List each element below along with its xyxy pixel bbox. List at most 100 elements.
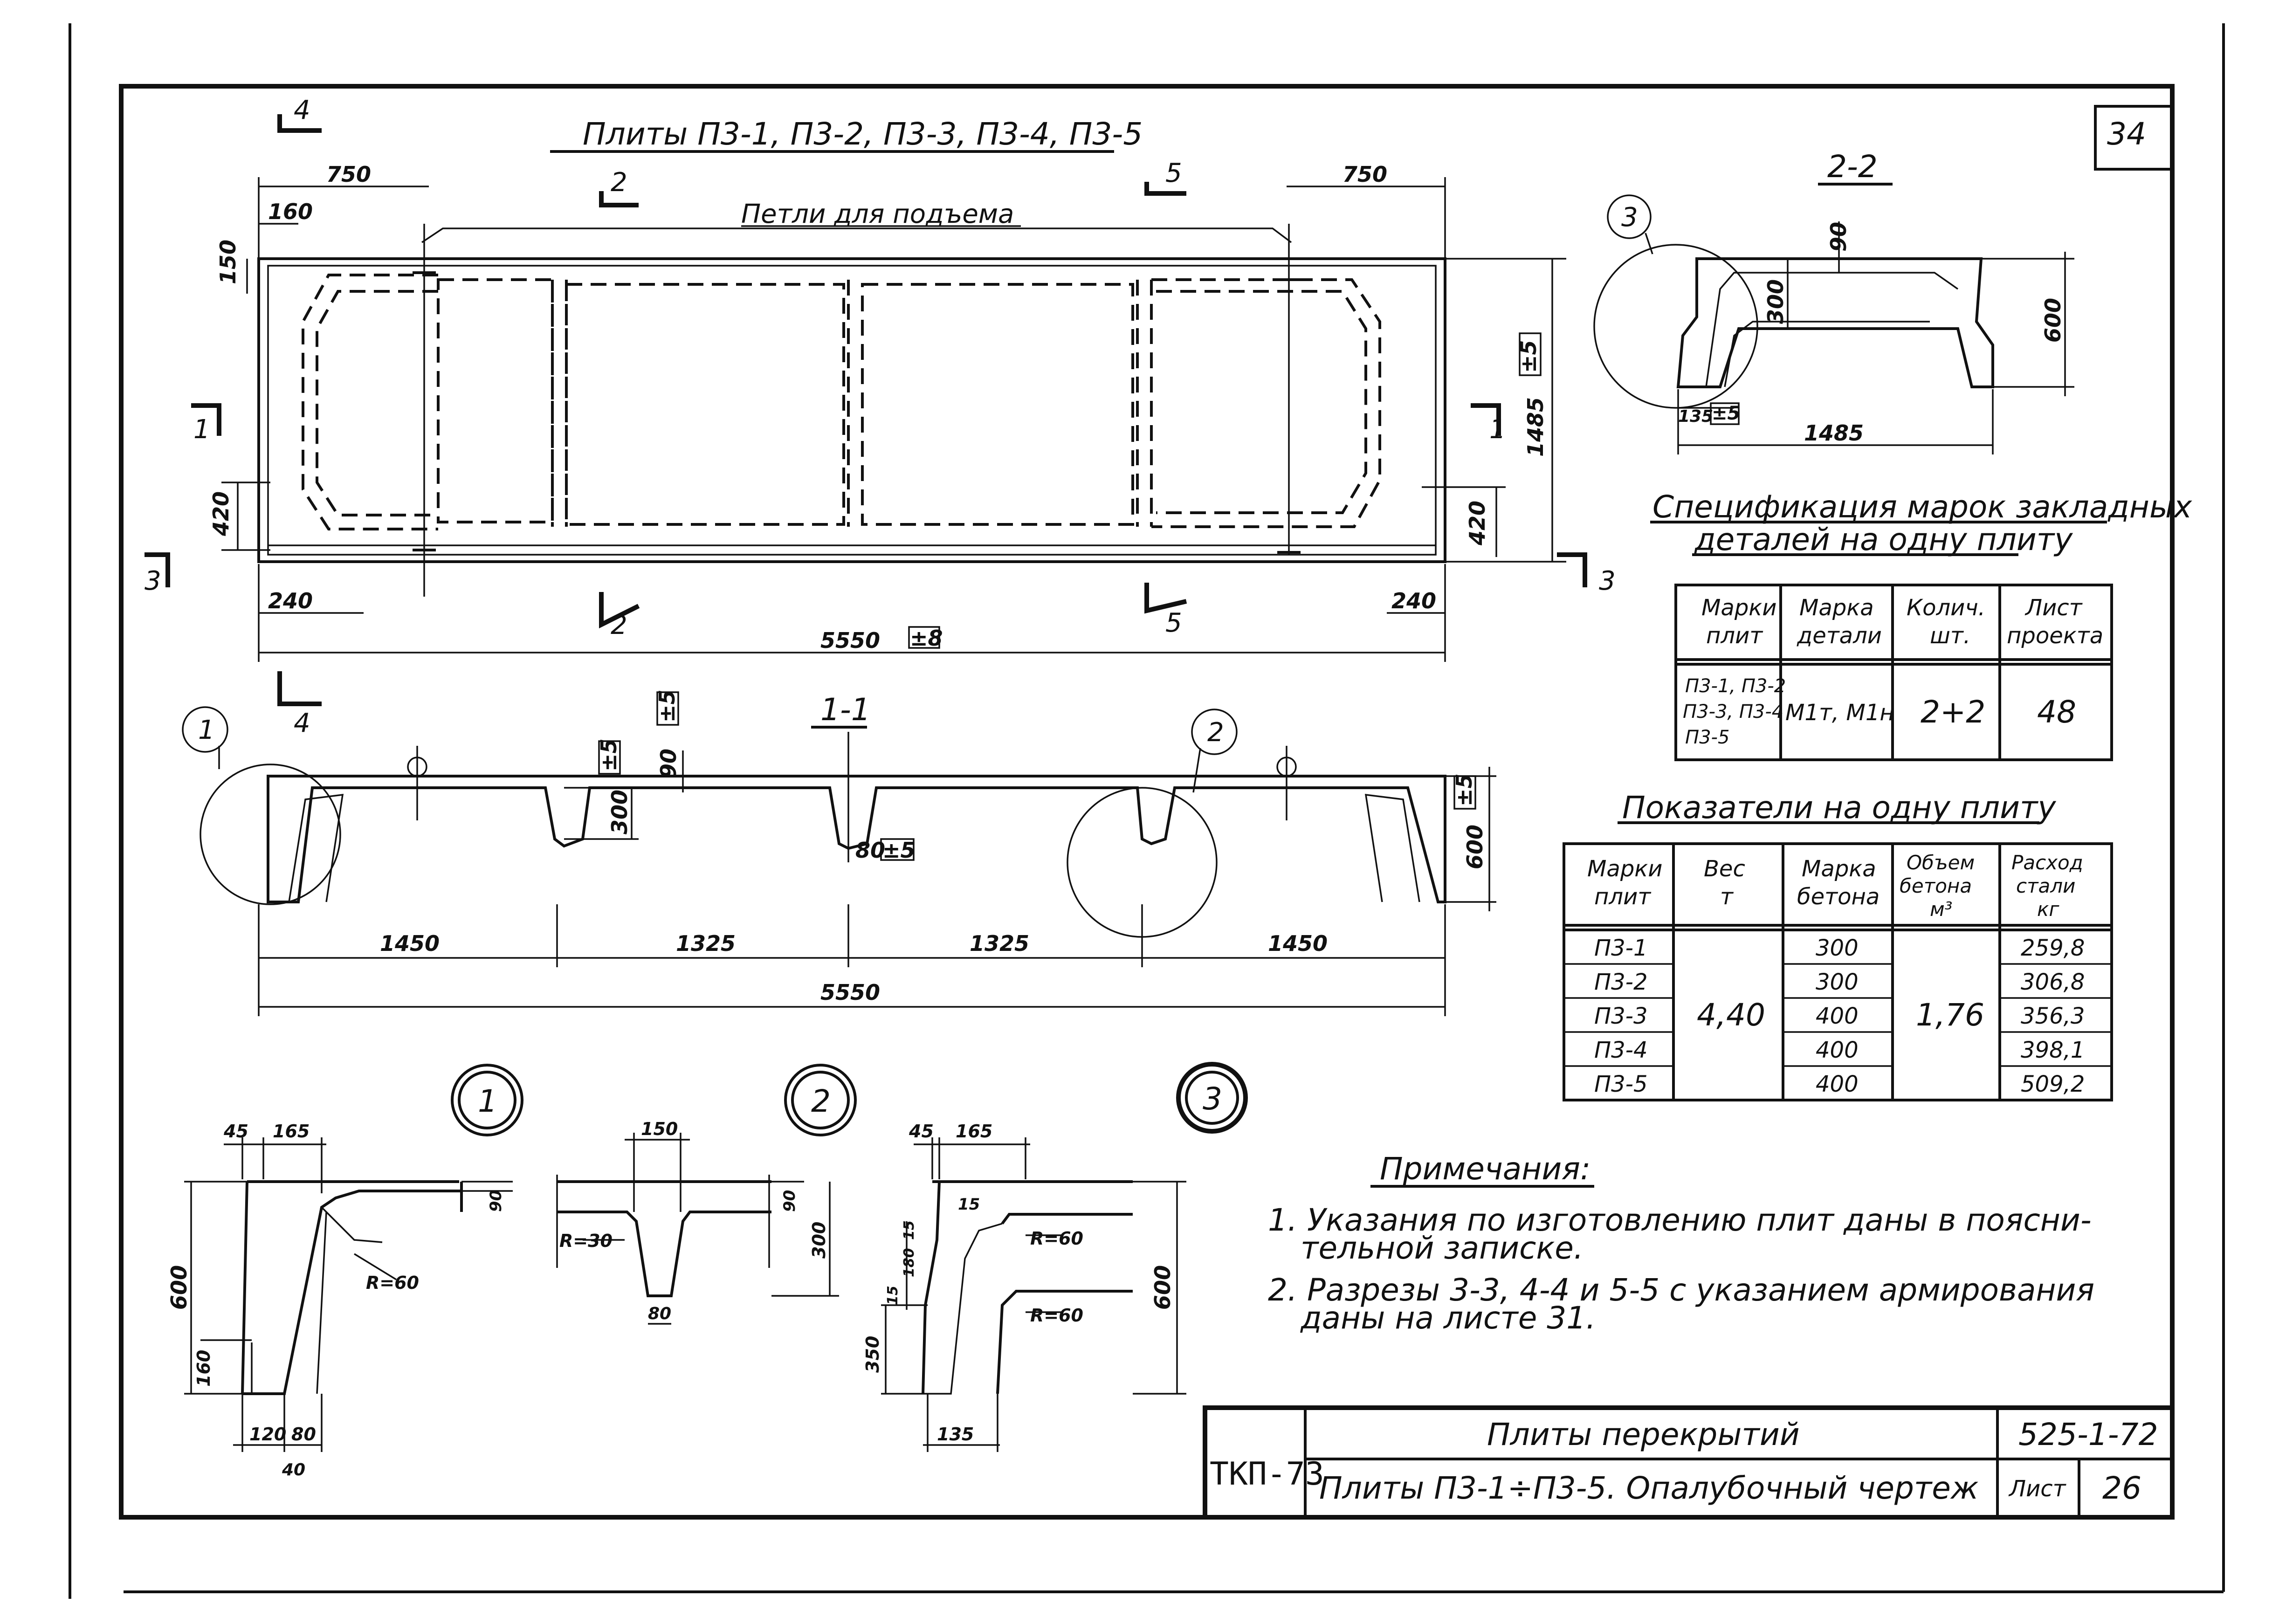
section-1-1: 1-1 1 2 ±5 ±5 ±5 ±5: [182, 689, 1496, 1016]
ind-steel-3: 356,3: [2021, 1003, 2085, 1029]
s11-dim-300: 300: [607, 790, 632, 834]
svg-text:5: 5: [1165, 158, 1182, 188]
ind-grade-1: 300: [1816, 935, 1859, 961]
plan-tol-5: ±5: [1516, 340, 1541, 373]
ind-grade-4: 400: [1816, 1037, 1859, 1063]
plan-view: Плиты П3-1, П3-2, П3-3, П3-4, П3-5 Петли…: [145, 95, 1616, 738]
spec-table: Спецификация марок закладных деталей на …: [1650, 489, 2192, 761]
indicators-table: Показатели на одну плиту Марки плит Вес …: [1563, 790, 2113, 1101]
d2-dim-150: 150: [641, 1119, 678, 1139]
cut-marker-4-top: 4: [277, 95, 322, 133]
d3-dim-45: 45: [909, 1121, 934, 1142]
s22-dim-300: 300: [1763, 279, 1788, 324]
plan-panel-1: [437, 278, 554, 523]
spec-table-title-1: Спецификация марок закладных: [1652, 489, 2192, 525]
s22-tol-5: ±5: [1712, 403, 1740, 424]
ind-h-grade-2: бетона: [1797, 884, 1880, 910]
plan-dim-160: 160: [268, 199, 313, 224]
ind-mark-1: П3-1: [1594, 935, 1648, 961]
s11-dim-1450-right: 1450: [1268, 931, 1328, 956]
d1-dim-165: 165: [273, 1121, 310, 1142]
spec-h2a: Марка: [1799, 595, 1874, 621]
ind-steel-4: 398,1: [2021, 1037, 2085, 1063]
detail-2: 2 150 R=30 90 300 80: [556, 1064, 857, 1325]
plan-dim-420-right: 420: [1465, 501, 1490, 546]
svg-text:3: 3: [1599, 566, 1616, 596]
plan-dim-240-right: 240: [1391, 588, 1436, 613]
ind-h-volume-2: бетона: [1900, 874, 1972, 897]
s22-dim-600: 600: [2040, 298, 2066, 343]
cut-marker-2-top: 2: [599, 167, 639, 207]
s22-dim-135: 135: [1678, 407, 1713, 426]
callout-3-small: 3: [1607, 194, 1653, 255]
ind-h-weight-2: т: [1720, 884, 1734, 910]
svg-text:3: 3: [145, 566, 161, 596]
ind-grade-3: 400: [1816, 1003, 1859, 1029]
spec-plates-3: П3-5: [1685, 727, 1729, 748]
plan-panel-3: [861, 283, 1134, 526]
plan-title: Плиты П3-1, П3-2, П3-3, П3-4, П3-5: [583, 116, 1143, 152]
s11-tol-5a: ±5: [596, 738, 621, 771]
svg-text:4: 4: [294, 708, 310, 738]
d1-dim-80: 80: [291, 1424, 316, 1445]
drawing-frame: [119, 84, 2175, 1520]
title-block-code: 525-1-72: [2018, 1417, 2158, 1452]
corner-number-box: 34: [2094, 105, 2174, 171]
cut-marker-4-bottom: 4: [277, 671, 322, 738]
cut-marker-5-top: 5: [1144, 158, 1186, 196]
svg-text:3: 3: [1621, 202, 1638, 233]
section-2-2: 2-2 3 90 300 600 135 ±5 1485: [1593, 149, 2074, 454]
spec-table-title-2: деталей на одну плиту: [1694, 522, 2073, 557]
d2-dim-90: 90: [780, 1190, 799, 1212]
title-block: ТКП-73 Плиты перекрытий Плиты П3-1÷П3-5.…: [1203, 1405, 2175, 1520]
notes-title: Примечания:: [1380, 1151, 1590, 1187]
svg-text:5: 5: [1165, 608, 1182, 638]
callout-2: 2: [1191, 709, 1238, 793]
section-1-1-outline: [267, 775, 1446, 903]
s11-dim-600: 600: [1462, 825, 1487, 869]
spec-h4a: Лист: [2024, 595, 2083, 621]
ind-grade-5: 400: [1816, 1071, 1859, 1097]
spec-h3a: Колич.: [1907, 595, 1985, 621]
title-block-sheet-label: Лист: [2008, 1476, 2067, 1502]
spec-h3b: шт.: [1930, 623, 1970, 649]
detail-3-label: 3: [1203, 1081, 1222, 1117]
ind-h-marks-1: Марки: [1587, 856, 1662, 882]
d1-dim-45: 45: [223, 1121, 248, 1142]
ind-steel-5: 509,2: [2021, 1071, 2085, 1097]
d1-dim-160: 160: [193, 1350, 214, 1387]
ind-weight: 4,40: [1697, 997, 1765, 1033]
svg-text:2: 2: [611, 167, 627, 198]
detail-1-label: 1: [478, 1083, 497, 1119]
d3-dim-180: 180: [901, 1248, 917, 1277]
note-1-line-1: 1. Указания по изготовлению плит даны в …: [1268, 1202, 2092, 1238]
s11-tol-5d: ±5: [1452, 773, 1477, 806]
s11-dim-80: 80: [855, 838, 885, 863]
d3-r60a: R=60: [1030, 1228, 1083, 1249]
d1-dim-40: 40: [282, 1460, 305, 1479]
plan-dim-240-left: 240: [268, 588, 313, 613]
spec-h2b: детали: [1797, 623, 1882, 649]
note-2-line-2: даны на листе 31.: [1300, 1300, 1596, 1336]
section-2-2-detail-circle: [1593, 244, 1758, 409]
ind-h-steel-3: кг: [2037, 898, 2059, 921]
d3-dim-15c: 15: [885, 1286, 901, 1305]
indicators-title: Показатели на одну плиту: [1622, 790, 2056, 826]
plan-rib-left: [302, 274, 438, 530]
note-2-line-1: 2. Разрезы 3-3, 4-4 и 5-5 с указанием ар…: [1268, 1272, 2094, 1308]
spec-detail: М1т, М1н: [1785, 700, 1894, 726]
spec-h4b: проекта: [2007, 623, 2103, 649]
title-block-title-1: Плиты перекрытий: [1487, 1417, 1800, 1452]
plan-dim-150: 150: [215, 240, 241, 284]
d2-dim-300: 300: [809, 1222, 829, 1259]
d3-dim-135: 135: [937, 1424, 974, 1445]
svg-text:2: 2: [1207, 717, 1224, 748]
section-2-2-title: 2-2: [1827, 149, 1878, 185]
section-1-1-title: 1-1: [820, 692, 871, 728]
lifting-loops-label: Петли для подъема: [741, 199, 1014, 229]
cut-marker-3-left: 3: [145, 552, 170, 596]
d1-dim-120: 120: [249, 1424, 286, 1445]
spec-plates-1: П3-1, П3-2: [1685, 675, 1786, 697]
cut-marker-1-left: 1: [191, 403, 221, 445]
spec-qty: 2+2: [1921, 694, 1985, 730]
